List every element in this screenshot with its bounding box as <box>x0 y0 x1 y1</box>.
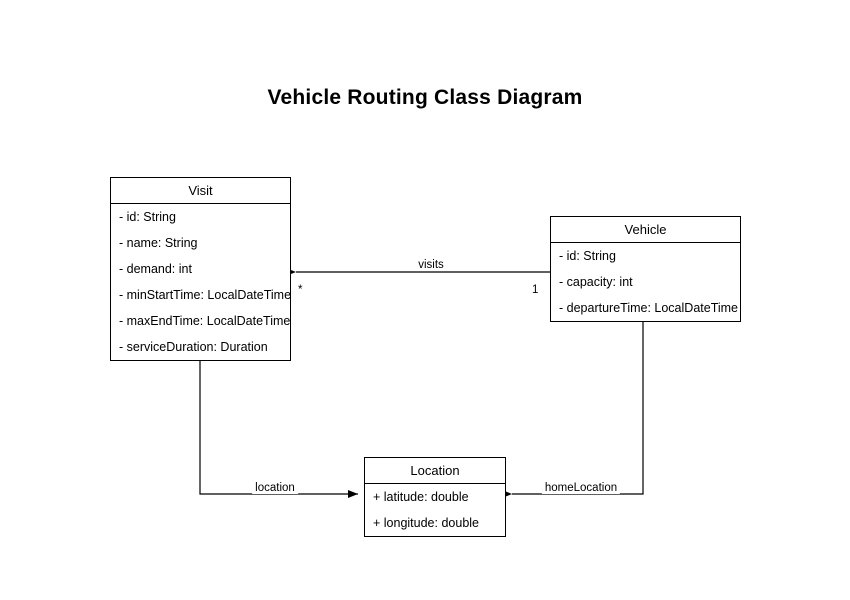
class-attribute: - minStartTime: LocalDateTime <box>119 288 292 302</box>
class-attributes-visit: - id: String - name: String - demand: in… <box>111 204 292 360</box>
class-attributes-location: + latitude: double + longitude: double <box>365 484 505 536</box>
edge-multiplicity-visits-target: * <box>298 284 303 296</box>
edge-home-location <box>502 321 644 498</box>
edge-label-location: location <box>252 482 298 494</box>
class-attribute: + longitude: double <box>373 516 479 530</box>
class-name-vehicle: Vehicle <box>551 217 740 243</box>
edge-multiplicity-visits-source: 1 <box>532 284 539 296</box>
class-attribute: - departureTime: LocalDateTime <box>559 301 739 315</box>
page-title: Vehicle Routing Class Diagram <box>267 86 583 109</box>
class-box-vehicle[interactable]: Vehicle - id: String - capacity: int - d… <box>550 216 741 322</box>
class-attribute: - maxEndTime: LocalDateTime <box>119 314 291 328</box>
edge-label-visits: visits <box>415 259 447 271</box>
edge-label-home-location: homeLocation <box>541 482 621 494</box>
class-attribute: - id: String <box>119 210 176 224</box>
class-attribute: - capacity: int <box>559 275 633 289</box>
class-name-location: Location <box>365 458 505 484</box>
class-attribute: - name: String <box>119 236 198 250</box>
class-attribute: + latitude: double <box>373 490 469 504</box>
class-box-visit[interactable]: Visit - id: String - name: String - dema… <box>110 177 291 361</box>
class-name-visit: Visit <box>111 178 290 204</box>
class-attributes-vehicle: - id: String - capacity: int - departure… <box>551 243 740 321</box>
class-attribute: - demand: int <box>119 262 192 276</box>
class-attribute: - id: String <box>559 249 616 263</box>
class-box-location[interactable]: Location + latitude: double + longitude:… <box>364 457 506 537</box>
class-attribute: - serviceDuration: Duration <box>119 340 268 354</box>
edge-location <box>199 360 358 498</box>
